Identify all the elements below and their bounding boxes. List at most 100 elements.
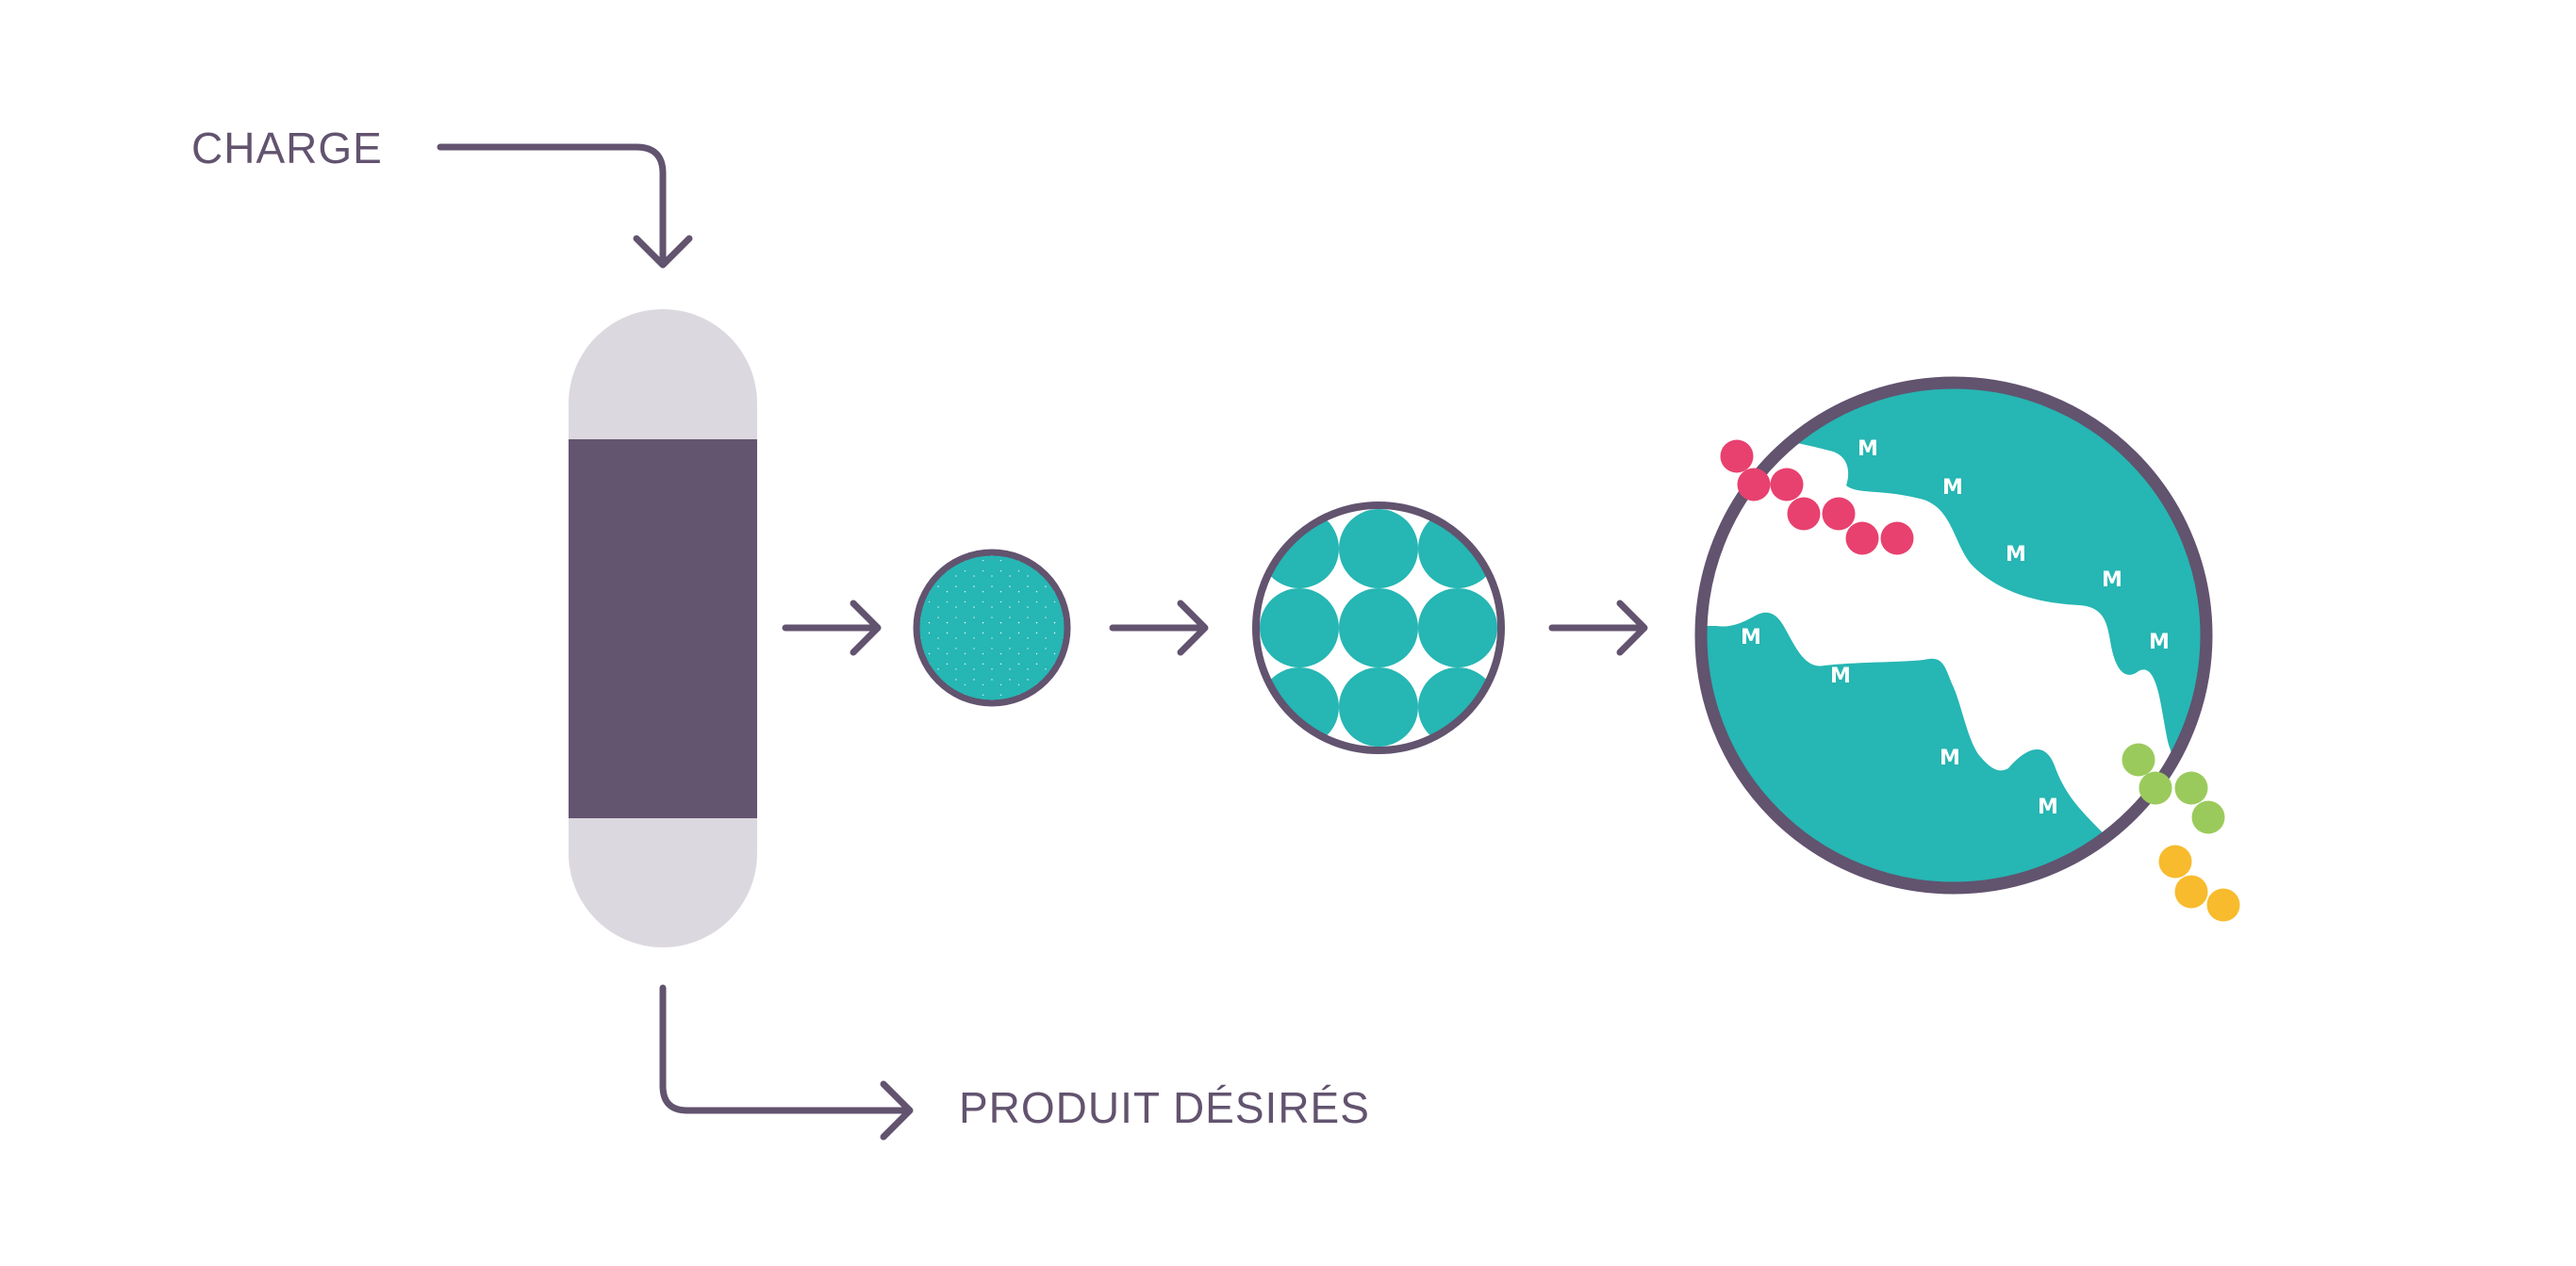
catalyst-grain [918, 664, 921, 684]
catalyst-grain [983, 525, 1002, 545]
catalyst-grain [965, 525, 984, 545]
catalyst-grain [918, 554, 921, 561]
catalyst-grain [991, 633, 1011, 653]
molecule-atom-pink [1737, 468, 1771, 501]
catalyst-grain [946, 586, 966, 607]
catalyst-grain [955, 664, 975, 684]
catalyst-grain [1018, 711, 1038, 731]
molecule-atom-pink [1770, 468, 1804, 501]
catalyst-grain [982, 586, 1002, 607]
catalyst-grain [1090, 587, 1110, 607]
reactor-top-cap [569, 309, 757, 439]
catalyst-grain [893, 587, 913, 607]
catalyst-grain [1017, 617, 1038, 638]
catalyst-grain [928, 617, 949, 638]
catalyst-grain [918, 555, 931, 576]
catalyst-grain [918, 680, 931, 700]
catalyst-grain [1027, 571, 1047, 592]
catalyst-grain [928, 649, 949, 669]
catalyst-grain [1053, 617, 1065, 638]
catalyst-grain [973, 571, 993, 592]
catalyst-grain [1497, 667, 1498, 747]
catalyst-grain [1260, 588, 1339, 667]
catalyst-grain [1009, 664, 1029, 684]
catalyst-grain [875, 711, 895, 731]
catalyst-grain [991, 571, 1011, 592]
catalyst-grain [1260, 747, 1339, 748]
catalyst-grain [964, 617, 984, 638]
catalyst-grain [1081, 696, 1100, 715]
catalyst-grain [893, 649, 913, 668]
molecule-atom-green [2191, 800, 2225, 834]
catalyst-grain [1054, 711, 1074, 731]
catalyst-grain [919, 695, 939, 701]
catalyst-grain [883, 540, 903, 560]
catalyst-grain [875, 680, 895, 699]
catalyst-grain [983, 711, 1002, 731]
catalyst-grain [893, 525, 913, 545]
catalyst-grain [893, 556, 913, 576]
catalyst-grain [1418, 667, 1497, 747]
catalyst-grain [1497, 508, 1498, 509]
catalyst-grain [1009, 633, 1029, 653]
charge-label: CHARGE [191, 123, 383, 173]
catalyst-grain [937, 664, 957, 684]
catalyst-grain [1072, 649, 1092, 668]
catalyst-grain [1045, 554, 1065, 561]
catalyst-grain [883, 602, 903, 622]
catalyst-grain [955, 633, 975, 653]
catalyst-grain [1072, 618, 1092, 638]
catalyst-grain [1035, 649, 1056, 669]
catalyst-grain [1054, 525, 1074, 545]
catalyst-grain [999, 555, 1020, 576]
catalyst-grain [1081, 571, 1100, 591]
catalyst-grain [1418, 509, 1497, 588]
catalyst-grain [1027, 633, 1047, 653]
catalyst-grain [973, 664, 993, 684]
molecule-atom-green [2174, 771, 2208, 805]
molecule-icon [1720, 439, 2240, 922]
catalyst-grain [1339, 509, 1418, 588]
catalyst-grain [875, 587, 895, 607]
reactor-catalyst-bed [569, 439, 757, 818]
catalyst-grain [883, 633, 903, 653]
catalyst-grain [1259, 508, 1260, 509]
catalyst-grain [1072, 587, 1092, 607]
catalyst-grain [982, 649, 1002, 669]
catalyst-grain [928, 586, 949, 607]
catalyst-grain [1053, 555, 1065, 576]
pore-marker-label: M [1741, 626, 1761, 649]
catalyst-grain [1081, 665, 1100, 684]
catalyst-grain [1339, 667, 1418, 747]
pore-channel [1707, 436, 2192, 853]
molecule-atom-yellow [2158, 845, 2192, 879]
catalyst-grain [1072, 525, 1092, 545]
catalyst-grain [946, 649, 966, 669]
catalyst-grain [911, 525, 931, 545]
catalyst-grain [973, 602, 993, 623]
catalyst-grain [1027, 695, 1047, 701]
catalyst-grain [1081, 602, 1100, 622]
catalyst-grain [982, 555, 1002, 576]
catalyst-grain [893, 711, 913, 731]
catalyst-grain [964, 649, 984, 669]
catalyst-grain [1009, 571, 1029, 592]
catalyst-grain [1260, 509, 1339, 588]
catalyst-grain [929, 711, 949, 731]
catalyst-grain [883, 665, 903, 684]
catalyst-grain [1063, 695, 1065, 701]
catalyst-grain [964, 586, 984, 607]
catalyst-grain [937, 633, 957, 653]
pore-marker-label: M [2038, 796, 2058, 819]
molecule-atom-pink [1845, 521, 1879, 555]
catalyst-particle-icon [1252, 501, 1505, 754]
catalyst-grain [955, 571, 975, 592]
catalyst-grain [1090, 649, 1110, 668]
catalyst-grain [999, 680, 1020, 700]
catalyst-grain [1259, 667, 1260, 747]
step-arrow-icon [1109, 600, 1209, 656]
catalyst-grain [1036, 525, 1056, 545]
catalyst-grain [875, 556, 895, 576]
